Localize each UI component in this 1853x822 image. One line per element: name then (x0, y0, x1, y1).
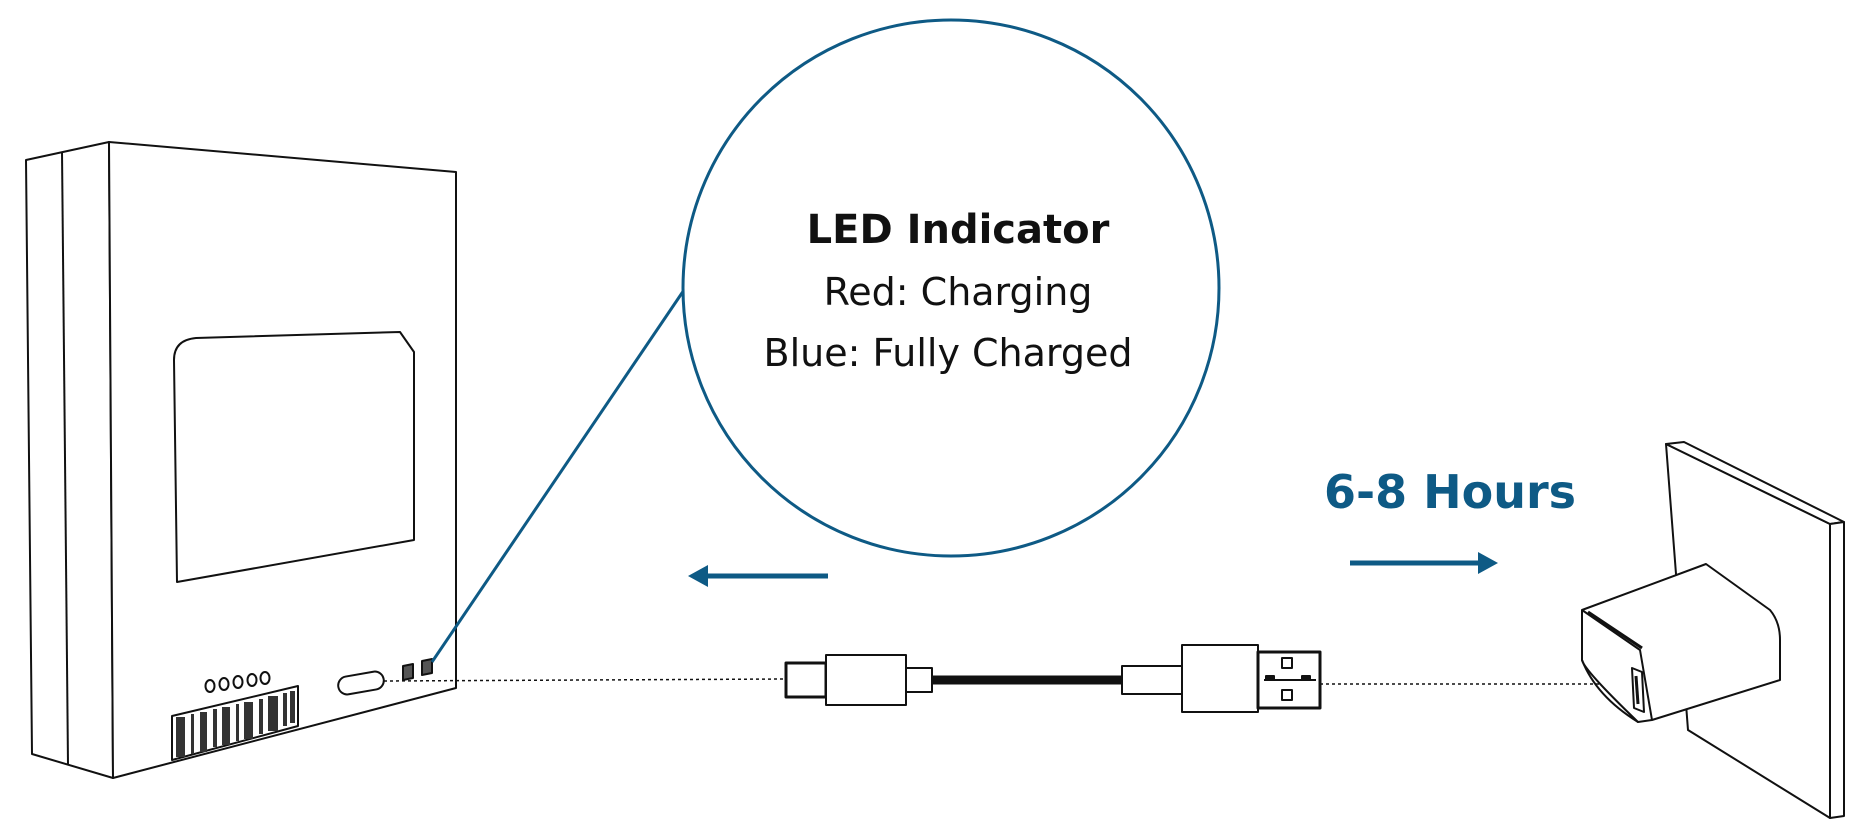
led-callout: LED Indicator Red: Charging Blue: Fully … (430, 18, 1221, 663)
callout-title: LED Indicator (807, 207, 1110, 253)
usb-c-to-usb-a-cable-icon (784, 644, 1322, 713)
arrow-right-icon (1350, 552, 1498, 574)
duration-label: 6-8 Hours (1324, 465, 1576, 519)
callout-pointer (430, 289, 686, 663)
connection-line-left (383, 678, 787, 682)
callout-circle (681, 18, 1221, 558)
callout-line-blue: Blue: Fully Charged (764, 331, 1133, 375)
battery-unit-icon (25, 141, 457, 779)
wall-adapter-icon (1581, 441, 1845, 819)
arrow-left-icon (688, 565, 828, 587)
callout-line-red: Red: Charging (824, 270, 1093, 314)
